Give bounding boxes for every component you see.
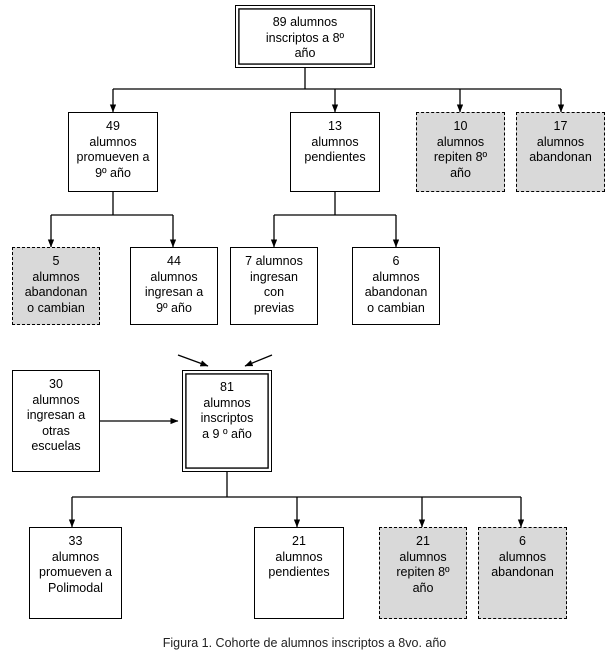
node-30-label: 30 alumnos ingresan a otras escuelas xyxy=(26,377,86,453)
node-6-abandonan: 6 alumnos abandonan xyxy=(478,527,567,619)
node-5-abandonan-o-cambian: 5 alumnos abandonan o cambian xyxy=(12,247,100,325)
node-7-ingresan-con-previas: 7 alumnos ingresan con previas xyxy=(230,247,318,325)
node-17-abandonan: 17 alumnos abandonan xyxy=(516,112,605,192)
node-44-label: 44 alumnos ingresan a 9º año xyxy=(144,254,204,315)
node-root-89-inscriptos-8: 89 alumnos inscriptos a 8º año xyxy=(235,5,375,68)
node-13-pendientes: 13 alumnos pendientes xyxy=(290,112,380,192)
node-21-pendientes: 21 alumnos pendientes xyxy=(254,527,344,619)
node-10-repiten-8: 10 alumnos repiten 8º año xyxy=(416,112,505,192)
node-33-promueven-polimodal: 33 alumnos promueven a Polimodal xyxy=(29,527,122,619)
node-21-repiten-8: 21 alumnos repiten 8º año xyxy=(379,527,467,619)
node-root-label: 89 alumnos inscriptos a 8º año xyxy=(265,15,345,60)
node-49-label: 49 alumnos promueven a 9º año xyxy=(76,119,150,180)
node-6-abandonan-o-cambian: 6 alumnos abandonan o cambian xyxy=(352,247,440,325)
node-17-label: 17 alumnos abandonan xyxy=(529,119,592,164)
node-5-label: 5 alumnos abandonan o cambian xyxy=(24,254,88,315)
node-10-label: 10 alumnos repiten 8º año xyxy=(433,119,488,180)
wire-previas7-to-81 xyxy=(244,354,273,367)
node-13-label: 13 alumnos pendientes xyxy=(304,119,366,164)
node-33-label: 33 alumnos promueven a Polimodal xyxy=(39,534,112,595)
node-44-ingresan-9: 44 alumnos ingresan a 9º año xyxy=(130,247,218,325)
node-6-abandonan-label: 6 alumnos abandonan xyxy=(491,534,554,579)
wire-ingresan44-to-81 xyxy=(177,354,209,367)
node-81-inscriptos-9: 81 alumnos inscriptos a 9 º año xyxy=(182,370,272,472)
node-7-label: 7 alumnos ingresan con previas xyxy=(245,254,303,315)
node-81-label: 81 alumnos inscriptos a 9 º año xyxy=(200,380,254,441)
figure-caption: Figura 1. Cohorte de alumnos inscriptos … xyxy=(162,636,447,650)
node-30-otras-escuelas: 30 alumnos ingresan a otras escuelas xyxy=(12,370,100,472)
node-49-promueven-9: 49 alumnos promueven a 9º año xyxy=(68,112,158,192)
node-21-repiten-label: 21 alumnos repiten 8º año xyxy=(396,534,450,595)
node-21-pendientes-label: 21 alumnos pendientes xyxy=(268,534,330,579)
node-6-label: 6 alumnos abandonan o cambian xyxy=(364,254,428,315)
